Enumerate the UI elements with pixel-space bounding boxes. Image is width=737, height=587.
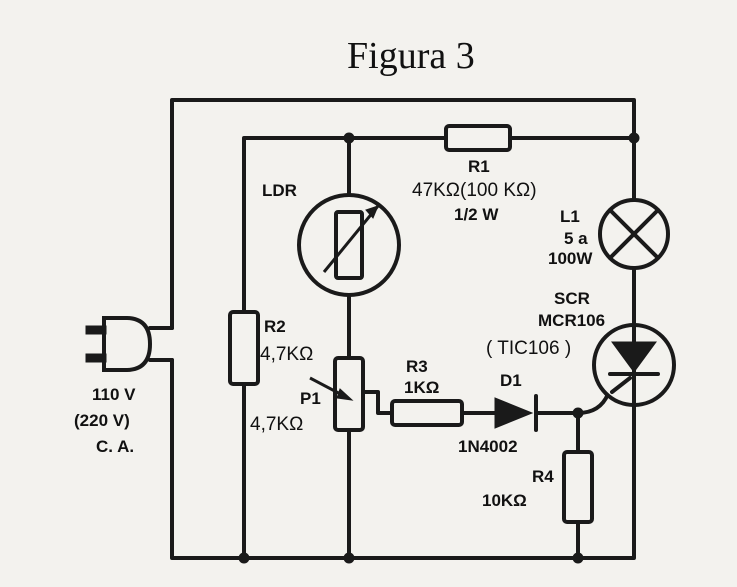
p1-wiper-arrow (336, 388, 354, 401)
scr-label: SCR (554, 289, 590, 308)
l1-label: L1 (560, 207, 580, 226)
r4-label: R4 (532, 467, 554, 486)
lamp-cross-b (608, 208, 660, 260)
junction-dot (628, 132, 640, 144)
junction-dot (572, 407, 584, 419)
potentiometer-p1: P1 4,7KΩ (250, 356, 365, 435)
d1-part: 1N4002 (458, 437, 518, 456)
ldr-arrow-line (322, 205, 380, 273)
ldr-component: LDR (262, 181, 401, 297)
d1-label: D1 (500, 371, 522, 390)
supply-type: C. A. (96, 437, 134, 456)
plug-body (102, 316, 153, 372)
resistor-r1: R1 47KΩ(100 KΩ) 1/2 W (412, 124, 537, 224)
junctions (238, 132, 640, 564)
resistor-r2-body (228, 310, 260, 386)
p1-value: 4,7KΩ (250, 414, 303, 435)
scr-triangle (611, 341, 657, 373)
plug-prong-top (85, 325, 107, 335)
ldr-body (334, 210, 364, 280)
r1-power: 1/2 W (454, 205, 499, 224)
r1-value: 47KΩ(100 KΩ) (412, 180, 537, 201)
scr-part: MCR106 (538, 311, 605, 330)
diode-d1-triangle (494, 397, 534, 429)
resistor-r2: R2 4,7KΩ (228, 310, 313, 386)
lamp-l1: L1 5 a 100W (548, 198, 670, 270)
l1-spec1: 5 a (564, 229, 588, 248)
figure-title: Figura 3 (347, 35, 475, 77)
r4-value: 10KΩ (482, 491, 527, 510)
junction-dot (343, 132, 355, 144)
r1-label: R1 (468, 157, 490, 176)
scr-component: SCR MCR106 ( TIC106 ) (486, 289, 676, 407)
r3-label: R3 (406, 357, 428, 376)
p1-label: P1 (300, 389, 321, 408)
diode-d1: D1 1N4002 (458, 371, 538, 456)
junction-dot (238, 552, 250, 564)
resistor-r4-body (562, 450, 594, 524)
resistor-r3: R3 1KΩ (390, 357, 464, 427)
top-rail-wire (170, 98, 636, 330)
supply-voltage: 110 V (92, 385, 136, 404)
inner-rail-left-wire (242, 136, 448, 314)
p1-body (333, 356, 365, 432)
r2-label: R2 (264, 317, 286, 336)
power-plug: 110 V (220 V) C. A. (74, 316, 153, 456)
l1-spec2: 100W (548, 249, 593, 268)
junction-dot (572, 552, 584, 564)
junction-dot (343, 552, 355, 564)
ldr-label: LDR (262, 181, 297, 200)
scr-gate (610, 376, 632, 394)
bottom-rail-wire (170, 358, 636, 560)
resistor-r4: R4 10KΩ (482, 450, 594, 524)
scr-alt-part: ( TIC106 ) (486, 338, 571, 359)
r2-value: 4,7KΩ (260, 344, 313, 365)
wiper-wire (363, 390, 394, 415)
supply-alt-voltage: (220 V) (74, 411, 130, 430)
r3-value: 1KΩ (404, 378, 439, 397)
resistor-r3-body (390, 399, 464, 427)
plug-prong-bottom (85, 353, 107, 363)
resistor-r1-body (444, 124, 512, 152)
ldr-arrow-head (365, 205, 379, 219)
